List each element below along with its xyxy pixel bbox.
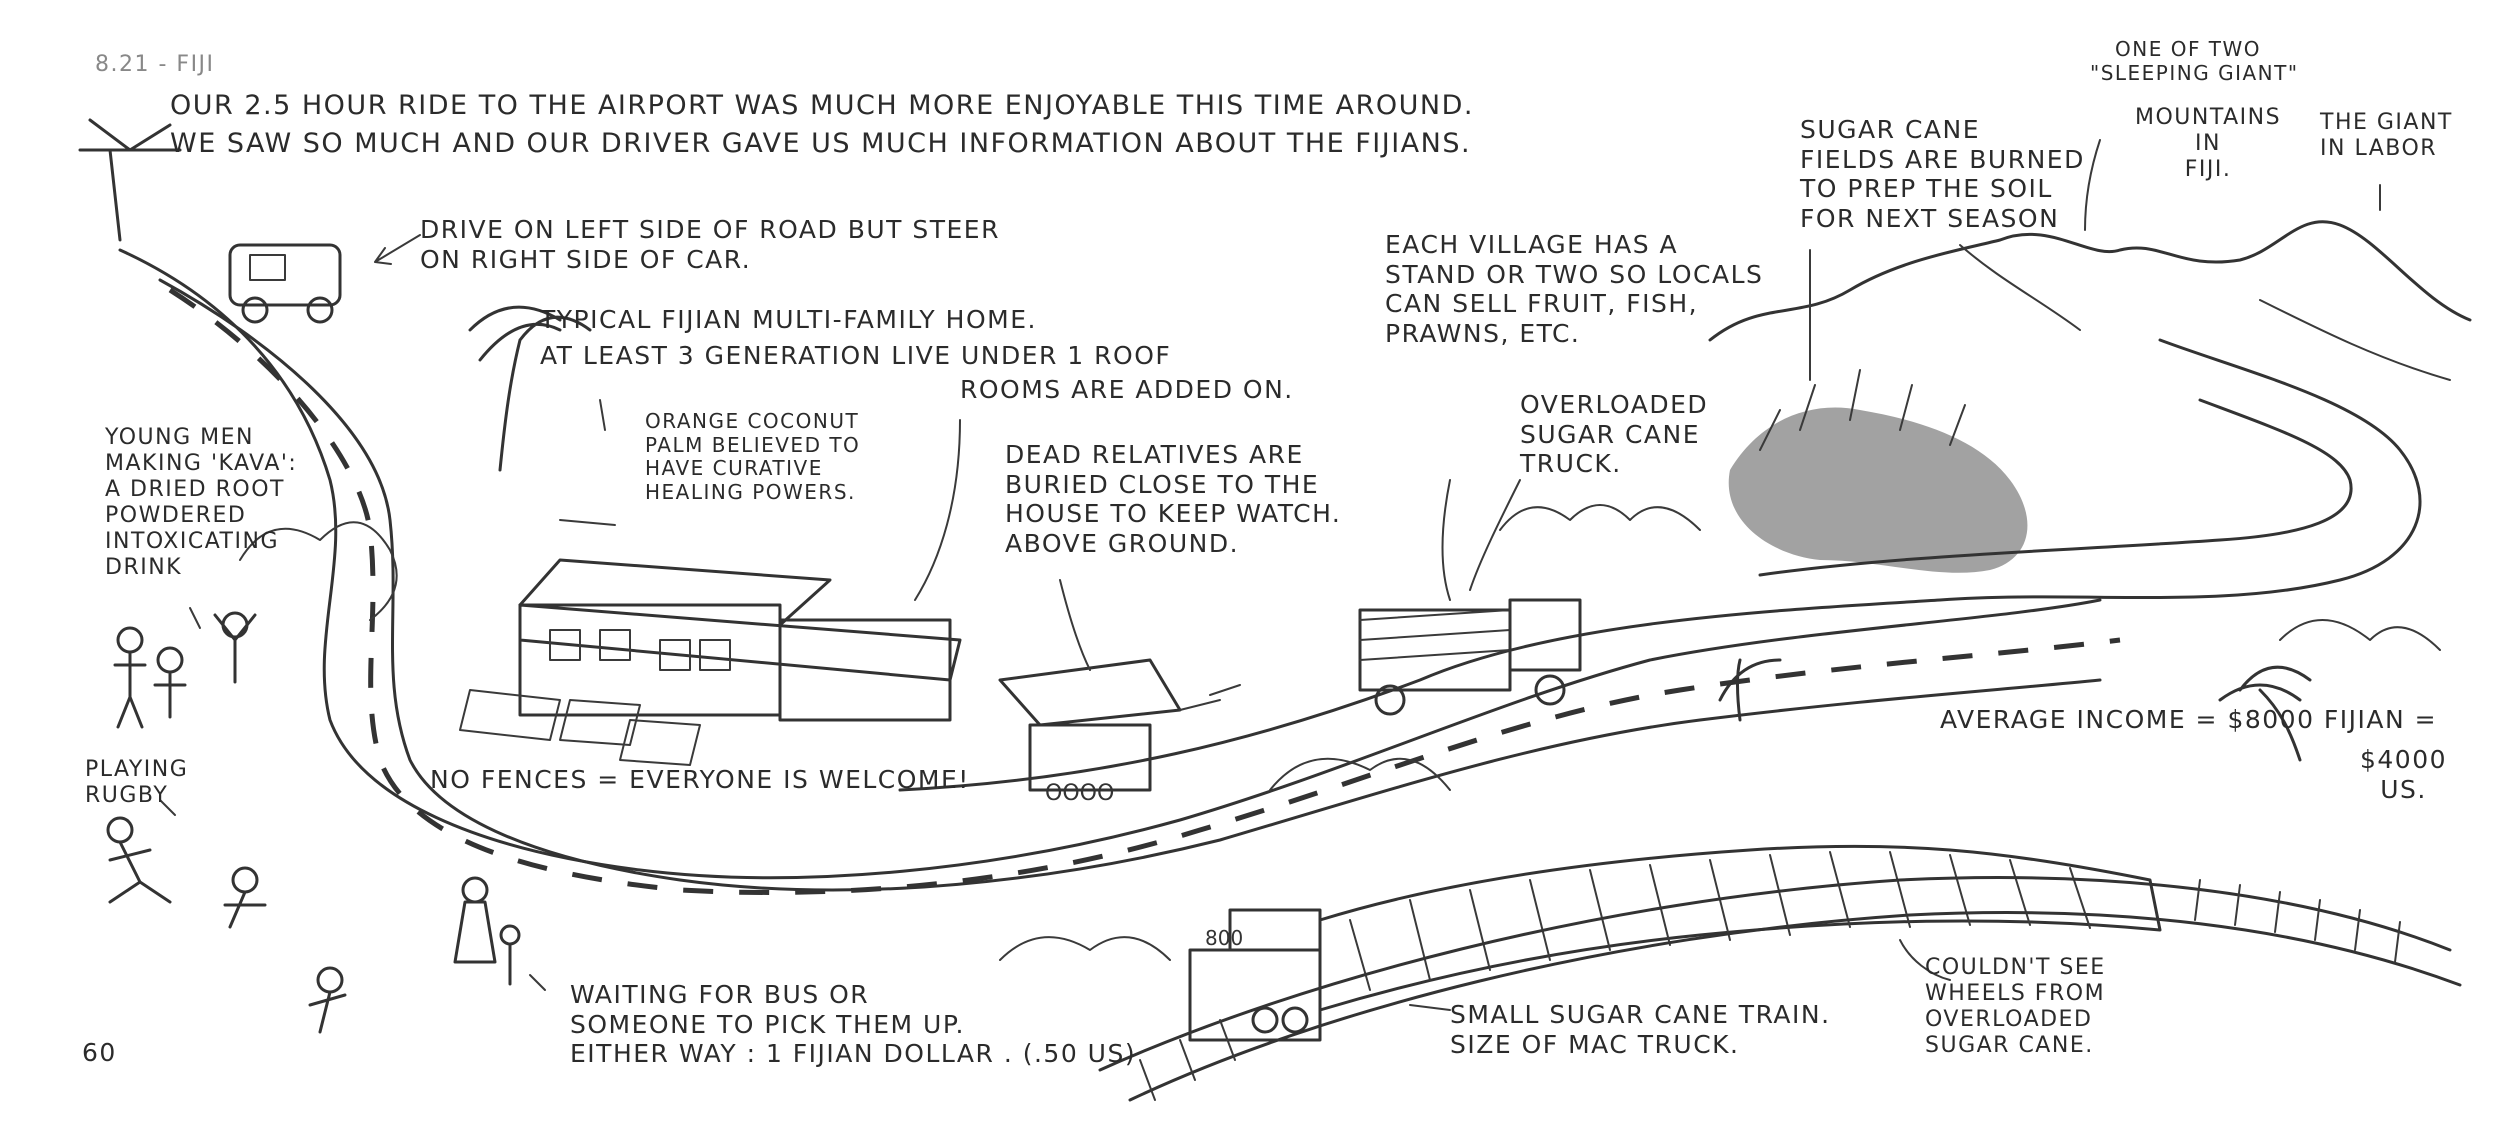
note-bus: WAITING FOR BUS OR SOMEONE TO PICK THEM … — [570, 980, 1136, 1069]
note-wheels-line: COULDN'T SEE — [1925, 955, 2106, 980]
note-rugby-line: PLAYING — [85, 757, 189, 782]
note-village-line: EACH VILLAGE HAS A — [1385, 230, 1679, 259]
note-bus-line: SOMEONE TO PICK THEM UP. — [570, 1009, 965, 1039]
railway-track — [1098, 876, 2462, 1102]
note-fences: NO FENCES = EVERYONE IS WELCOME! — [430, 765, 970, 794]
note-mountains-line: FIJI. — [2184, 156, 2232, 182]
note-drive-line: DRIVE ON LEFT SIDE OF ROAD BUT STEER — [420, 215, 1000, 244]
note-train: SMALL SUGAR CANE TRAIN. SIZE OF MAC TRUC… — [1450, 1000, 1831, 1059]
stand-sign: OOOO — [1045, 781, 1114, 806]
note-drive-line: ON RIGHT SIDE OF CAR. — [420, 244, 752, 274]
annotation-arrows — [159, 139, 2381, 1011]
burning-field — [1728, 369, 2028, 573]
note-fields: SUGAR CANE FIELDS ARE BURNED TO PREP THE… — [1800, 115, 2085, 233]
note-wheels-line: WHEELS FROM — [1925, 980, 2106, 1006]
note-village-line: CAN SELL FRUIT, FISH, — [1385, 289, 1699, 318]
note-mountains: MOUNTAINS IN FIJI. — [2135, 105, 2281, 183]
note-kava-line: POWDERED — [105, 502, 247, 528]
note-relatives-line: HOUSE TO KEEP WATCH. — [1005, 499, 1342, 528]
note-village-line: PRAWNS, etc. — [1385, 318, 1581, 348]
note-income-us-line: $4000 — [2360, 745, 2448, 774]
note-fields-line: SUGAR CANE — [1800, 115, 1981, 144]
note-village: EACH VILLAGE HAS A STAND OR TWO SO LOCAL… — [1385, 230, 1763, 348]
note-kava: YOUNG MEN MAKING 'KAVA': A DRIED ROOT PO… — [105, 425, 297, 581]
note-palm-line: ORANGE COCONUT — [645, 409, 860, 433]
note-labor: THE GIANT IN LABOR — [2320, 110, 2453, 162]
note-relatives-line: BURIED CLOSE TO THE — [1005, 469, 1320, 499]
note-fields-line: TO PREP THE SOIL — [1800, 174, 2053, 203]
note-truck-line: SUGAR CANE — [1520, 419, 1701, 449]
note-rugby-line: RUGBY — [85, 782, 169, 808]
note-train-line: SIZE OF MAC TRUCK. — [1450, 1029, 1740, 1059]
note-kava-line: A DRIED ROOT — [105, 476, 285, 502]
sugarcane-train — [1188, 844, 2162, 1042]
note-income-us: $4000 US. — [2360, 745, 2447, 804]
note-home-line: AT LEAST 3 GENERATION LIVE UNDER 1 ROOF — [540, 340, 1172, 370]
note-mountains-line: IN — [2195, 130, 2221, 156]
people — [106, 611, 521, 1034]
note-giant-line: "SLEEPING GIANT" — [2090, 60, 2299, 85]
intro-line-2: WE SAW SO MUCH AND OUR DRIVER GAVE US MU… — [170, 127, 1472, 159]
note-truck-line: OVERLOADED — [1520, 390, 1709, 419]
note-truck: OVERLOADED SUGAR CANE TRUCK. — [1520, 390, 1708, 479]
note-relatives: DEAD RELATIVES ARE BURIED CLOSE TO THE H… — [1005, 440, 1341, 558]
mountains — [1708, 220, 2472, 381]
note-bus-line: WAITING FOR BUS OR — [570, 980, 870, 1009]
note-fields-line: FIELDS ARE BURNED — [1800, 144, 2085, 174]
note-giant: ONE OF TWO "SLEEPING GIANT" — [2090, 37, 2299, 85]
note-kava-line: YOUNG MEN — [105, 425, 254, 450]
palm-trees — [78, 118, 2312, 762]
note-relatives-line: DEAD RELATIVES ARE — [1005, 440, 1304, 469]
house — [459, 558, 962, 766]
note-drive: DRIVE ON LEFT SIDE OF ROAD BUT STEER ON … — [420, 215, 1000, 274]
note-home: TYPICAL FIJIAN MULTI-FAMILY HOME. AT LEA… — [540, 305, 1171, 370]
note-giant-line: ONE OF TWO — [2115, 37, 2262, 61]
note-home-line: TYPICAL FIJIAN MULTI-FAMILY HOME. — [540, 305, 1037, 334]
note-palm-line: PALM BELIEVED TO — [645, 432, 861, 457]
note-palm-line: HAVE CURATIVE — [645, 456, 823, 481]
note-relatives-line: ABOVE GROUND. — [1005, 528, 1240, 558]
note-wheels-line: OVERLOADED — [1925, 1006, 2093, 1032]
note-kava-line: MAKING 'KAVA': — [105, 450, 298, 476]
note-income-us-line: US. — [2380, 774, 2427, 804]
note-labor-line: THE GIANT — [2320, 110, 2453, 135]
intro-line-1: OUR 2.5 HOUR RIDE TO THE AIRPORT WAS MUC… — [170, 90, 1474, 121]
train-number: 800 — [1205, 926, 1243, 950]
note-rugby: PLAYING RUGBY — [85, 757, 188, 809]
note-palm: ORANGE COCONUT PALM BELIEVED TO HAVE CUR… — [645, 409, 861, 504]
note-labor-line: IN LABOR — [2320, 135, 2438, 161]
note-mountains-line: MOUNTAINS — [2135, 105, 2282, 130]
note-bus-line: EITHER WAY : 1 FIJIAN DOLLAR . (.50 US) — [570, 1039, 1137, 1068]
note-wheels: COULDN'T SEE WHEELS FROM OVERLOADED SUGA… — [1925, 955, 2106, 1059]
note-income: AVERAGE INCOME = $8000 FIJIAN = — [1940, 705, 2438, 734]
note-kava-line: DRINK — [105, 554, 183, 580]
intro-text: OUR 2.5 HOUR RIDE TO THE AIRPORT WAS MUC… — [170, 90, 1474, 160]
note-train-line: SMALL SUGAR CANE TRAIN. — [1450, 1000, 1831, 1029]
note-fields-line: FOR NEXT SEASON — [1800, 203, 2060, 233]
note-palm-line: HEALING POWERS. — [645, 479, 856, 504]
note-wheels-line: SUGAR CANE. — [1925, 1032, 2094, 1058]
car — [228, 243, 342, 324]
note-rooms: ROOMS ARE ADDED ON. — [960, 375, 1294, 404]
note-kava-line: INTOXICATING — [105, 528, 279, 554]
sugarcane-truck — [1358, 598, 1582, 716]
bushes — [239, 504, 2441, 961]
note-truck-line: TRUCK. — [1520, 449, 1622, 478]
page-number: 60 — [82, 1038, 117, 1067]
note-village-line: STAND OR TWO SO LOCALS — [1385, 259, 1764, 289]
page-date: 8.21 - FIJI — [95, 52, 215, 77]
roadside-stand — [998, 658, 1241, 792]
